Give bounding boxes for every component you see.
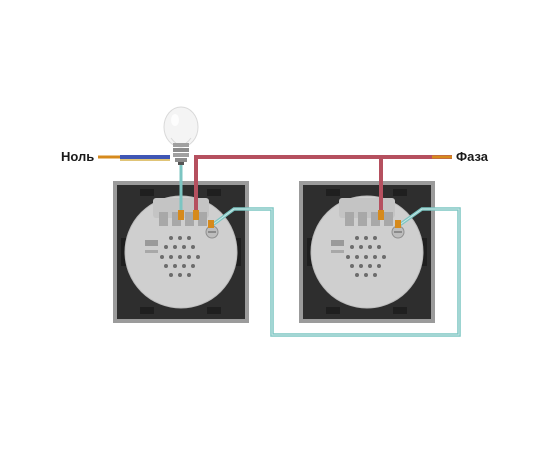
switch-right bbox=[299, 181, 435, 323]
traveler-wire bbox=[209, 207, 461, 337]
neutral-wire bbox=[98, 155, 170, 161]
touch-switch-module-icon bbox=[310, 195, 424, 309]
copper-terminals bbox=[178, 210, 401, 228]
phase-wire bbox=[194, 155, 452, 218]
light-bulb-icon bbox=[163, 106, 199, 165]
neutral-label: Ноль bbox=[61, 149, 94, 164]
phase-label: Фаза bbox=[456, 149, 489, 164]
